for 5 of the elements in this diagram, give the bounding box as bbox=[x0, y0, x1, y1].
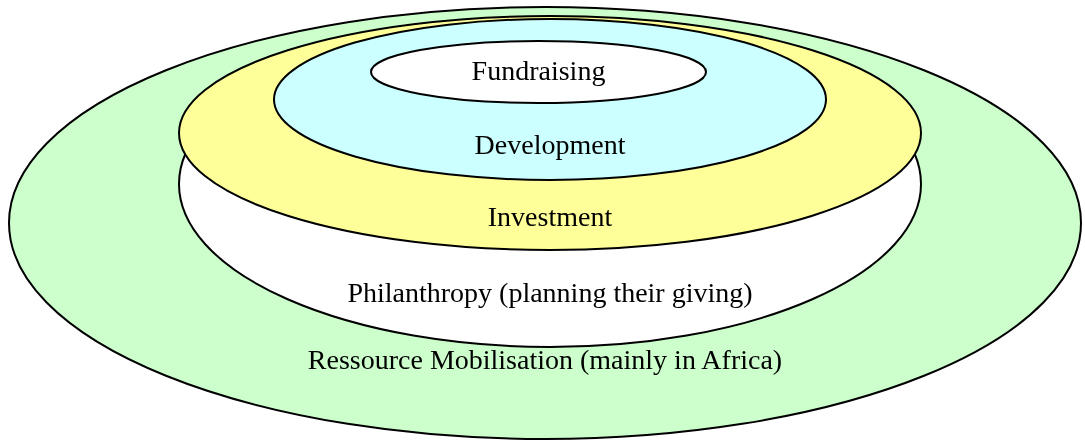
band-label: Development bbox=[474, 129, 626, 161]
band-label: Ressource Mobilisation (mainly in Africa) bbox=[307, 344, 783, 376]
band-label: Philanthropy (planning their giving) bbox=[347, 277, 753, 309]
band-label: Investment bbox=[487, 201, 613, 233]
band-label: Fundraising bbox=[471, 55, 606, 87]
